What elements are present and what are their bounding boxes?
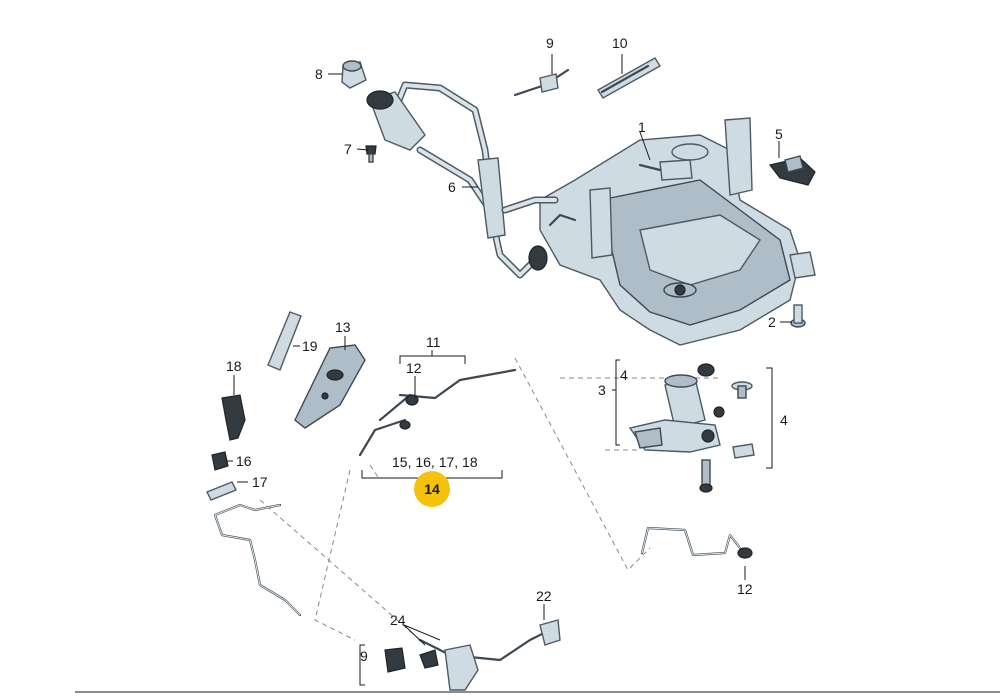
lower-harness xyxy=(213,503,302,617)
callout-labels: 1 2 3 4 4 5 6 7 8 9 10 11 12 12 13 15, 1… xyxy=(226,35,788,664)
callout-4a: 4 xyxy=(620,367,628,383)
clip-9 xyxy=(513,68,570,97)
strip-19 xyxy=(267,311,302,371)
dashed-connections xyxy=(259,357,720,641)
callout-4b: 4 xyxy=(780,412,788,428)
cable-tie-10 xyxy=(597,57,661,99)
callout-3: 3 xyxy=(598,382,606,398)
callout-24: 24 xyxy=(390,612,406,628)
highlighted-callout-14[interactable]: 14 xyxy=(414,471,450,507)
callout-10: 10 xyxy=(612,35,628,51)
callout-12a: 12 xyxy=(406,360,422,376)
callout-8: 8 xyxy=(315,66,323,82)
filler-neck xyxy=(366,81,559,279)
leader-lines xyxy=(227,54,792,686)
callout-6: 6 xyxy=(448,179,456,195)
pump-assembly xyxy=(628,363,755,493)
callout-12b: 12 xyxy=(737,581,753,597)
callout-2: 2 xyxy=(768,314,776,330)
bolt-2 xyxy=(790,304,806,328)
wiring-harness-12 xyxy=(640,526,753,559)
callout-15-18: 15, 16, 17, 18 xyxy=(392,454,478,470)
highlight-circle xyxy=(414,471,450,507)
callout-19: 19 xyxy=(302,338,318,354)
bottom-assembly xyxy=(384,619,561,691)
callout-7: 7 xyxy=(344,141,352,157)
bracket-5 xyxy=(768,155,816,186)
tube-17 xyxy=(206,481,237,501)
callout-5: 5 xyxy=(775,126,783,142)
callout-9: 9 xyxy=(546,35,554,51)
callout-1: 1 xyxy=(638,119,646,135)
callout-18: 18 xyxy=(226,358,242,374)
filler-cap xyxy=(341,60,367,89)
callout-17: 17 xyxy=(252,474,268,490)
callout-14: 14 xyxy=(424,481,440,497)
callout-9b: 9 xyxy=(360,648,368,664)
clip-16 xyxy=(211,451,229,471)
fuel-tank xyxy=(539,117,816,346)
callout-22: 22 xyxy=(536,588,552,604)
connector-18 xyxy=(221,394,246,441)
callout-16: 16 xyxy=(236,453,252,469)
callout-13: 13 xyxy=(335,319,351,335)
cable-11 xyxy=(358,368,517,457)
bracket-13 xyxy=(294,344,366,429)
callout-11: 11 xyxy=(426,334,441,350)
screw-7 xyxy=(365,145,377,163)
